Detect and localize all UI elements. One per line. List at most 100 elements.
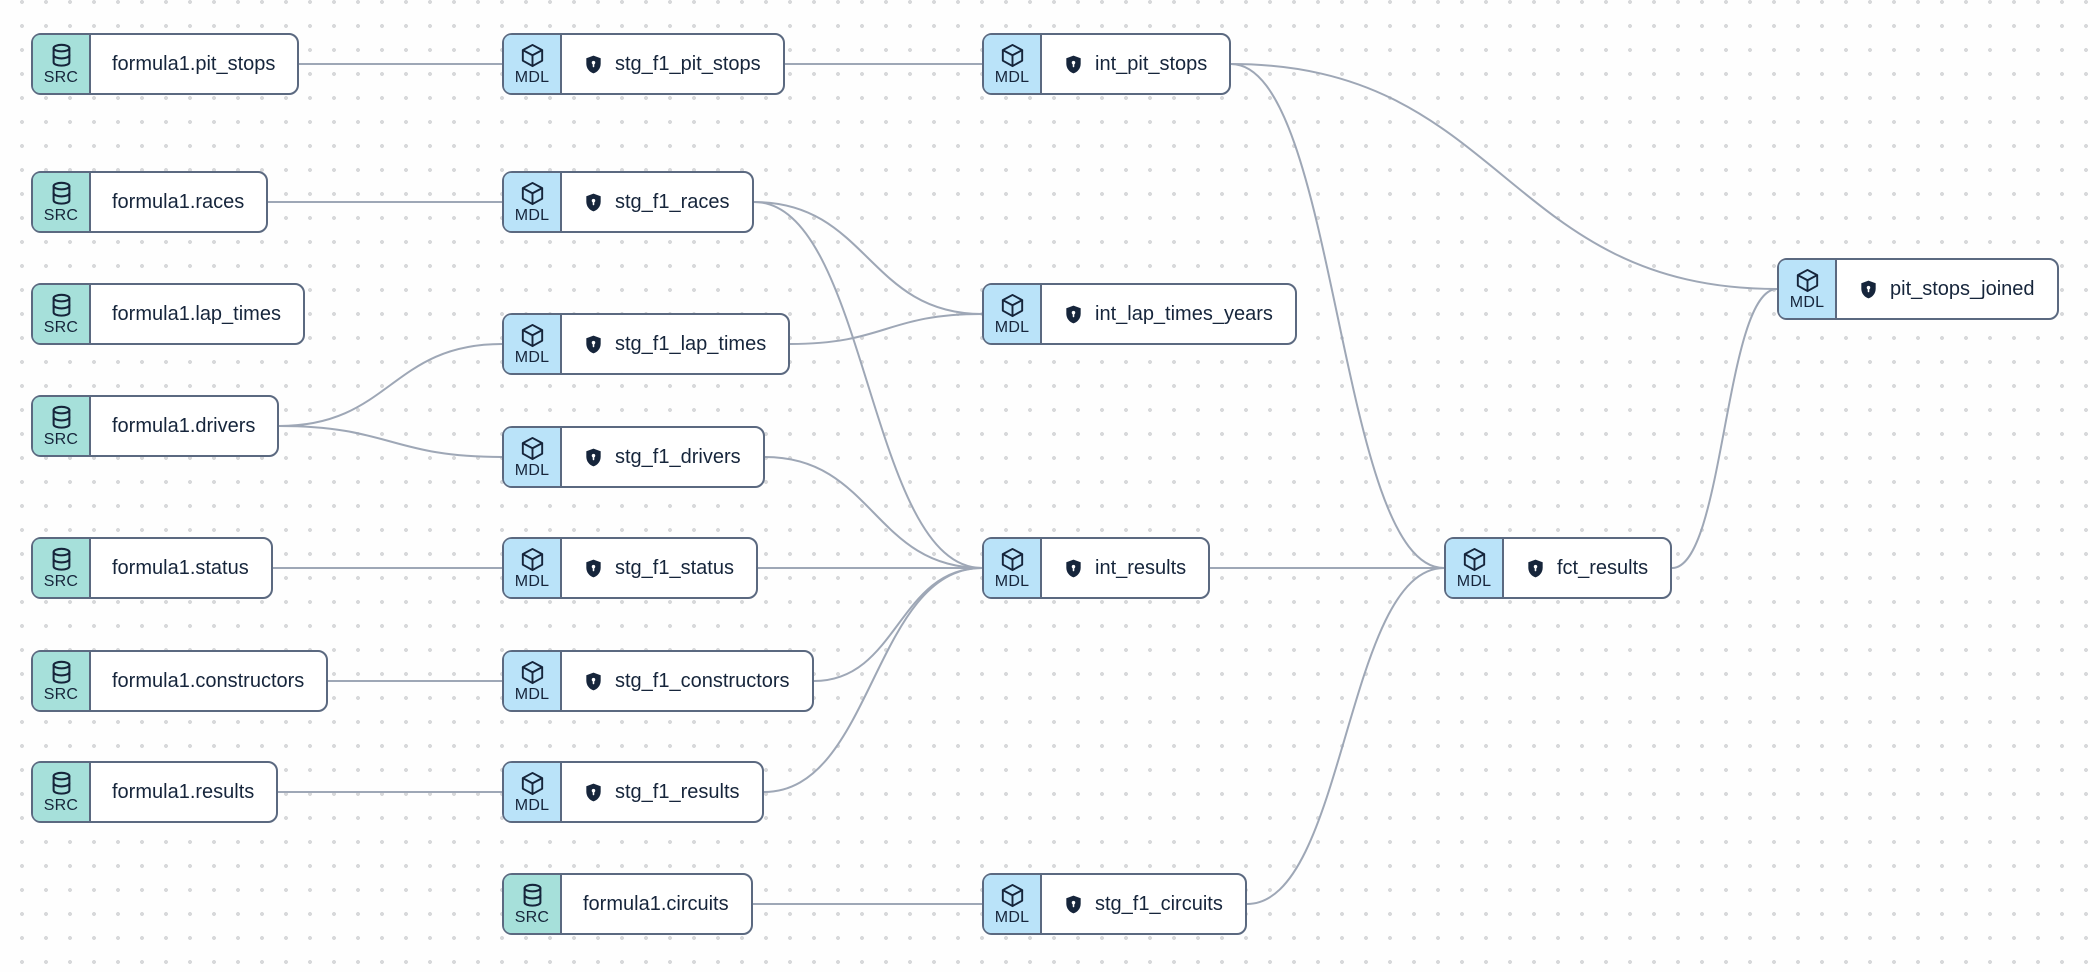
node-type-badge: MDL bbox=[994, 909, 1030, 926]
lineage-edge bbox=[1230, 63, 1778, 290]
node-label-area: stg_f1_drivers bbox=[562, 428, 763, 486]
source-type-panel: SRC bbox=[33, 539, 91, 597]
node-type-badge: MDL bbox=[994, 573, 1030, 590]
lineage-node-fct-results[interactable]: MDL fct_results bbox=[1444, 537, 1673, 599]
lineage-edge bbox=[764, 456, 983, 569]
node-label: stg_f1_drivers bbox=[615, 445, 741, 468]
node-label: int_pit_stops bbox=[1095, 52, 1208, 75]
source-type-panel: SRC bbox=[504, 875, 562, 933]
node-type-badge: SRC bbox=[43, 69, 79, 86]
database-icon bbox=[48, 292, 75, 319]
lineage-node-int-lap-times-years[interactable]: MDL int_lap_times_years bbox=[982, 283, 1297, 345]
node-type-badge: MDL bbox=[1456, 573, 1492, 590]
node-label-area: fct_results bbox=[1504, 539, 1670, 597]
shield-lock-icon bbox=[1063, 894, 1084, 915]
node-label: stg_f1_constructors bbox=[615, 669, 790, 692]
shield-lock-icon bbox=[1858, 279, 1879, 300]
lineage-node-stg-circuits[interactable]: MDL stg_f1_circuits bbox=[982, 873, 1247, 935]
node-label: stg_f1_status bbox=[615, 556, 734, 579]
cube-icon bbox=[519, 546, 546, 573]
lineage-node-stg-constructors[interactable]: MDL stg_f1_constructors bbox=[502, 650, 814, 712]
cube-icon bbox=[519, 42, 546, 69]
node-type-badge: SRC bbox=[43, 319, 79, 336]
node-label: formula1.lap_times bbox=[112, 302, 281, 325]
node-label-area: formula1.circuits bbox=[562, 875, 751, 933]
shield-lock-icon bbox=[583, 447, 604, 468]
node-label-area: formula1.lap_times bbox=[91, 285, 303, 343]
lineage-edge bbox=[1230, 63, 1445, 569]
lineage-node-int-pit-stops[interactable]: MDL int_pit_stops bbox=[982, 33, 1232, 95]
node-type-badge: MDL bbox=[514, 573, 550, 590]
lineage-edge bbox=[753, 201, 983, 569]
node-label-area: int_lap_times_years bbox=[1042, 285, 1295, 343]
node-type-badge: MDL bbox=[994, 319, 1030, 336]
lineage-node-stg-status[interactable]: MDL stg_f1_status bbox=[502, 537, 758, 599]
node-type-badge: SRC bbox=[43, 797, 79, 814]
lineage-node-stg-drivers[interactable]: MDL stg_f1_drivers bbox=[502, 426, 765, 488]
node-label: pit_stops_joined bbox=[1890, 277, 2035, 300]
node-type-badge: MDL bbox=[514, 797, 550, 814]
lineage-edge bbox=[1246, 567, 1445, 905]
database-icon bbox=[48, 180, 75, 207]
lineage-edge bbox=[278, 425, 503, 458]
source-type-panel: SRC bbox=[33, 652, 91, 710]
model-type-panel: MDL bbox=[504, 173, 562, 231]
lineage-node-src-pit-stops[interactable]: SRC formula1.pit_stops bbox=[31, 33, 300, 95]
node-label-area: int_results bbox=[1042, 539, 1208, 597]
database-icon bbox=[48, 770, 75, 797]
lineage-node-int-results[interactable]: MDL int_results bbox=[982, 537, 1211, 599]
node-type-badge: SRC bbox=[43, 686, 79, 703]
lineage-edge bbox=[1671, 288, 1778, 569]
lineage-node-stg-lap-times[interactable]: MDL stg_f1_lap_times bbox=[502, 313, 791, 375]
node-label: formula1.results bbox=[112, 780, 255, 803]
node-label: int_lap_times_years bbox=[1095, 302, 1273, 325]
node-label-area: pit_stops_joined bbox=[1837, 260, 2057, 318]
lineage-node-src-status[interactable]: SRC formula1.status bbox=[31, 537, 273, 599]
shield-lock-icon bbox=[583, 192, 604, 213]
node-label: fct_results bbox=[1557, 556, 1649, 579]
lineage-node-stg-pit-stops[interactable]: MDL stg_f1_pit_stops bbox=[502, 33, 785, 95]
model-type-panel: MDL bbox=[984, 35, 1042, 93]
shield-lock-icon bbox=[583, 334, 604, 355]
node-label-area: formula1.status bbox=[91, 539, 271, 597]
source-type-panel: SRC bbox=[33, 763, 91, 821]
source-type-panel: SRC bbox=[33, 285, 91, 343]
node-type-badge: MDL bbox=[514, 686, 550, 703]
model-type-panel: MDL bbox=[504, 428, 562, 486]
model-type-panel: MDL bbox=[504, 315, 562, 373]
node-label: formula1.status bbox=[112, 556, 249, 579]
node-type-badge: SRC bbox=[43, 207, 79, 224]
lineage-node-src-circuits[interactable]: SRC formula1.circuits bbox=[502, 873, 753, 935]
node-type-badge: MDL bbox=[514, 69, 550, 86]
source-type-panel: SRC bbox=[33, 397, 91, 455]
node-label-area: stg_f1_lap_times bbox=[562, 315, 788, 373]
cube-icon bbox=[519, 435, 546, 462]
cube-icon bbox=[1794, 267, 1821, 294]
node-label: stg_f1_circuits bbox=[1095, 892, 1223, 915]
shield-lock-icon bbox=[1063, 304, 1084, 325]
node-label: formula1.pit_stops bbox=[112, 52, 276, 75]
node-type-badge: MDL bbox=[514, 349, 550, 366]
shield-lock-icon bbox=[583, 558, 604, 579]
source-type-panel: SRC bbox=[33, 35, 91, 93]
lineage-node-src-results[interactable]: SRC formula1.results bbox=[31, 761, 279, 823]
database-icon bbox=[48, 659, 75, 686]
node-label-area: formula1.results bbox=[91, 763, 276, 821]
database-icon bbox=[48, 42, 75, 69]
node-label: stg_f1_lap_times bbox=[615, 332, 767, 355]
lineage-node-src-lap-times[interactable]: SRC formula1.lap_times bbox=[31, 283, 305, 345]
node-type-badge: SRC bbox=[43, 431, 79, 448]
node-type-badge: MDL bbox=[994, 69, 1030, 86]
node-label-area: stg_f1_pit_stops bbox=[562, 35, 783, 93]
node-type-badge: SRC bbox=[514, 909, 550, 926]
shield-lock-icon bbox=[583, 671, 604, 692]
node-label-area: formula1.pit_stops bbox=[91, 35, 297, 93]
shield-lock-icon bbox=[1063, 54, 1084, 75]
